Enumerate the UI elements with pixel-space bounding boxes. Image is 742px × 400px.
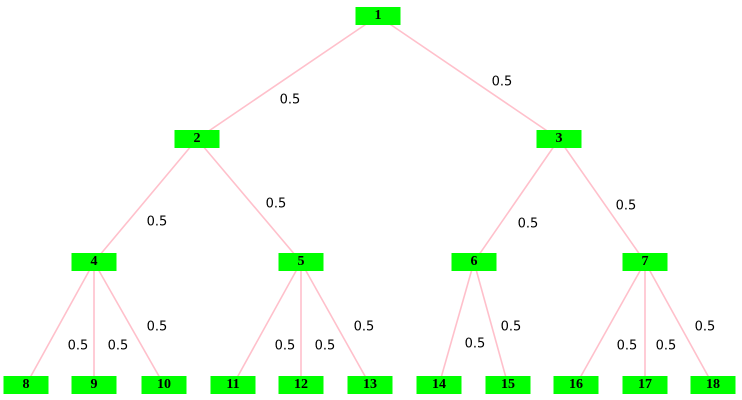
edge-weight-label-6-15: 0.5 xyxy=(500,319,522,335)
edge-weight-label-5-13: 0.5 xyxy=(353,319,375,335)
tree-node-11: 11 xyxy=(210,376,256,394)
edge-weight-label-2-4: 0.5 xyxy=(146,214,168,230)
tree-edge-6-14 xyxy=(438,261,475,386)
edge-weight-label-3-7: 0.5 xyxy=(615,198,637,214)
tree-node-13: 13 xyxy=(347,376,393,394)
tree-edge-1-3 xyxy=(377,15,560,140)
edge-weight-label-2-5: 0.5 xyxy=(265,196,287,212)
tree-edge-4-10 xyxy=(93,261,165,386)
tree-node-5: 5 xyxy=(278,253,324,271)
tree-node-18: 18 xyxy=(690,376,736,394)
tree-node-8: 8 xyxy=(3,376,49,394)
tree-node-6: 6 xyxy=(451,253,497,271)
tree-node-4: 4 xyxy=(71,253,117,271)
tree-node-3: 3 xyxy=(536,130,582,148)
tree-node-17: 17 xyxy=(622,376,668,394)
tree-node-2: 2 xyxy=(174,130,220,148)
tree-node-16: 16 xyxy=(553,376,599,394)
edge-weight-label-3-6: 0.5 xyxy=(517,216,539,232)
tree-node-15: 15 xyxy=(485,376,531,394)
tree-node-1: 1 xyxy=(355,7,401,25)
tree-edge-5-11 xyxy=(232,261,302,386)
tree-edge-3-6 xyxy=(473,138,560,263)
edge-weight-label-7-18: 0.5 xyxy=(694,319,716,335)
tree-edge-6-15 xyxy=(473,261,509,386)
edge-weight-label-1-2: 0.5 xyxy=(279,92,301,108)
tree-node-14: 14 xyxy=(416,376,462,394)
edge-weight-label-4-10: 0.5 xyxy=(146,319,168,335)
tree-edge-2-4 xyxy=(93,138,198,263)
tree-edge-7-16 xyxy=(575,261,646,386)
tree-node-7: 7 xyxy=(622,253,668,271)
tree-edge-5-13 xyxy=(300,261,371,386)
edge-weight-label-4-8: 0.5 xyxy=(67,338,89,354)
tree-node-9: 9 xyxy=(71,376,117,394)
tree-edge-1-2 xyxy=(196,15,379,140)
edge-weight-label-6-14: 0.5 xyxy=(464,336,486,352)
tree-edge-3-7 xyxy=(558,138,646,263)
edge-weight-label-7-16: 0.5 xyxy=(616,338,638,354)
edge-weight-label-7-17: 0.5 xyxy=(655,338,677,354)
edge-weight-label-5-12: 0.5 xyxy=(314,338,336,354)
tree-node-12: 12 xyxy=(278,376,324,394)
edge-weight-label-5-11: 0.5 xyxy=(274,338,296,354)
tree-edge-4-8 xyxy=(25,261,95,386)
edge-weight-label-4-9: 0.5 xyxy=(107,338,129,354)
tree-edge-7-18 xyxy=(644,261,714,386)
edge-weight-label-1-3: 0.5 xyxy=(491,74,513,90)
tree-edge-2-5 xyxy=(196,138,302,263)
tree-node-10: 10 xyxy=(141,376,187,394)
